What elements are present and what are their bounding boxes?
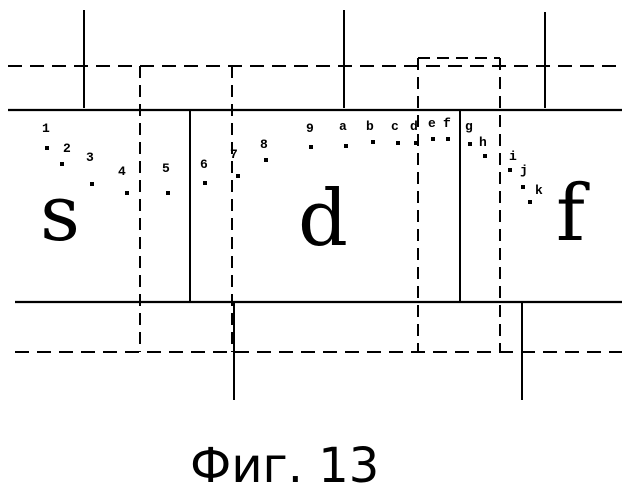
point-h: h bbox=[479, 135, 487, 158]
point-6: 6 bbox=[200, 157, 208, 185]
point-9: 9 bbox=[306, 121, 314, 149]
point-8: 8 bbox=[260, 137, 268, 162]
point-label-b: b bbox=[366, 119, 374, 134]
point-label-6: 6 bbox=[200, 157, 208, 172]
point-label-f: f bbox=[443, 116, 451, 131]
point-label-8: 8 bbox=[260, 137, 268, 152]
point-label-e: e bbox=[428, 116, 436, 131]
point-c: c bbox=[391, 119, 400, 145]
point-2: 2 bbox=[60, 141, 71, 166]
point-label-c: c bbox=[391, 119, 399, 134]
point-label-9: 9 bbox=[306, 121, 314, 136]
point-j: j bbox=[520, 163, 528, 189]
point-label-j: j bbox=[520, 163, 528, 178]
point-f: f bbox=[443, 116, 451, 141]
point-g: g bbox=[465, 119, 473, 146]
letter-f: f bbox=[556, 169, 590, 259]
point-e: e bbox=[428, 116, 436, 141]
point-label-5: 5 bbox=[162, 161, 170, 176]
point-label-3: 3 bbox=[86, 150, 94, 165]
letter-s: s bbox=[40, 169, 80, 259]
point-label-h: h bbox=[479, 135, 487, 150]
point-3: 3 bbox=[86, 150, 94, 186]
point-label-d: d bbox=[410, 119, 418, 134]
point-label-g: g bbox=[465, 119, 473, 134]
point-k: k bbox=[528, 183, 543, 204]
point-b: b bbox=[366, 119, 375, 144]
point-d: d bbox=[410, 119, 418, 145]
point-label-2: 2 bbox=[63, 141, 71, 156]
point-label-a: a bbox=[339, 119, 347, 134]
point-label-i: i bbox=[509, 149, 517, 164]
point-4: 4 bbox=[118, 164, 129, 195]
point-label-1: 1 bbox=[42, 121, 50, 136]
point-i: i bbox=[508, 149, 517, 172]
figure-caption: Фиг. 13 bbox=[190, 438, 379, 494]
point-5: 5 bbox=[162, 161, 170, 195]
point-1: 1 bbox=[42, 121, 50, 150]
point-label-7: 7 bbox=[230, 147, 238, 162]
point-label-4: 4 bbox=[118, 164, 126, 179]
letter-d: d bbox=[298, 174, 348, 264]
point-a: a bbox=[339, 119, 348, 148]
point-label-k: k bbox=[535, 183, 543, 198]
